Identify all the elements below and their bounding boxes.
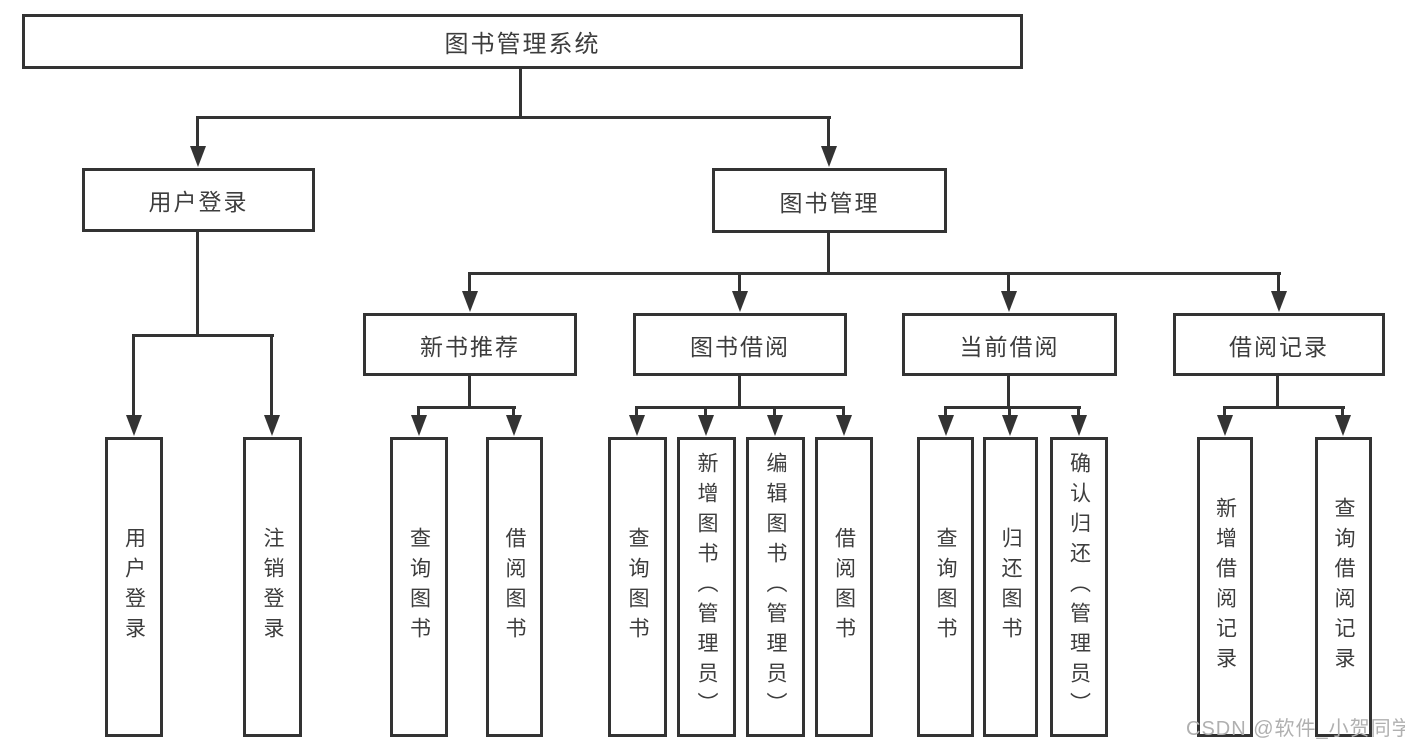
arrowhead xyxy=(190,146,206,167)
arrowhead xyxy=(506,415,522,436)
leaf-label: 借阅图书 xyxy=(503,527,526,647)
edge-line xyxy=(1223,406,1226,417)
edge-line xyxy=(519,68,522,118)
arrowhead xyxy=(629,415,645,436)
node-label: 图书管理 xyxy=(779,189,880,216)
leaf-label: 查询借阅记录 xyxy=(1332,497,1355,677)
node-label: 图书借阅 xyxy=(690,333,790,360)
node-label: 用户登录 xyxy=(148,189,249,215)
edge-line xyxy=(468,272,471,293)
edge-line xyxy=(133,334,274,337)
edge-line xyxy=(1077,406,1080,417)
edge-line xyxy=(512,406,515,417)
leaf-borrow-books: 借阅图书 xyxy=(486,437,543,737)
edge-line xyxy=(270,334,273,417)
node-label: 新书推荐 xyxy=(420,333,520,360)
edge-line xyxy=(1341,406,1344,417)
leaf-label: 借阅图书 xyxy=(832,527,856,647)
arrowhead xyxy=(836,415,852,436)
edge-line xyxy=(827,116,830,148)
edge-line xyxy=(1224,406,1345,409)
edge-line xyxy=(1276,376,1279,408)
leaf-label: 查询图书 xyxy=(934,527,957,647)
leaf-user-login: 用户登录 xyxy=(105,437,163,737)
leaf-label: 编辑图书（管理员） xyxy=(764,452,787,722)
edge-line xyxy=(1007,272,1010,293)
arrowhead xyxy=(767,415,783,436)
node-label: 借阅记录 xyxy=(1229,333,1329,360)
node-library-system: 图书管理系统 xyxy=(22,14,1023,69)
arrowhead xyxy=(821,146,837,167)
node-book-management: 图书管理 xyxy=(712,168,947,233)
edge-line xyxy=(944,406,947,417)
edge-line xyxy=(738,272,741,293)
arrowhead xyxy=(1335,415,1351,436)
arrowhead xyxy=(411,415,427,436)
edge-line xyxy=(196,116,199,148)
leaf-add-books-admin: 新增图书（管理员） xyxy=(677,437,736,737)
leaf-label: 归还图书 xyxy=(999,527,1022,647)
node-user-login: 用户登录 xyxy=(82,168,315,232)
leaf-query-books: 查询图书 xyxy=(917,437,974,737)
arrowhead xyxy=(1071,415,1087,436)
arrowhead xyxy=(264,415,280,436)
edge-line xyxy=(197,116,831,119)
edge-line xyxy=(132,334,135,417)
leaf-logout: 注销登录 xyxy=(243,437,302,737)
arrowhead xyxy=(732,291,748,312)
node-new-book-recommend: 新书推荐 xyxy=(363,313,577,376)
arrowhead xyxy=(698,415,714,436)
arrowhead xyxy=(1271,291,1287,312)
edge-line xyxy=(635,406,638,417)
leaf-add-borrow-record: 新增借阅记录 xyxy=(1197,437,1253,737)
edge-line xyxy=(1007,376,1010,408)
leaf-label: 确认归还（管理员） xyxy=(1067,452,1091,722)
arrowhead xyxy=(1002,415,1018,436)
edge-line xyxy=(1008,406,1011,417)
leaf-borrow-books: 借阅图书 xyxy=(815,437,873,737)
node-label: 当前借阅 xyxy=(959,333,1060,360)
leaf-label: 查询图书 xyxy=(407,527,431,647)
edge-line xyxy=(773,406,776,417)
leaf-query-books: 查询图书 xyxy=(608,437,667,737)
leaf-label: 查询图书 xyxy=(626,527,649,647)
leaf-return-books: 归还图书 xyxy=(983,437,1038,737)
edge-line xyxy=(418,406,516,409)
edge-line xyxy=(196,232,199,336)
arrowhead xyxy=(1001,291,1017,312)
leaf-confirm-return-admin: 确认归还（管理员） xyxy=(1050,437,1108,737)
edge-line xyxy=(827,233,830,274)
edge-line xyxy=(704,406,707,417)
leaf-label: 用户登录 xyxy=(122,527,146,647)
leaf-label: 注销登录 xyxy=(261,527,284,647)
node-book-borrow: 图书借阅 xyxy=(633,313,847,376)
edge-line xyxy=(417,406,420,417)
leaf-edit-books-admin: 编辑图书（管理员） xyxy=(746,437,805,737)
edge-line xyxy=(945,406,1081,409)
node-borrow-records: 借阅记录 xyxy=(1173,313,1385,376)
arrowhead xyxy=(1217,415,1233,436)
arrowhead xyxy=(126,415,142,436)
arrowhead xyxy=(938,415,954,436)
edge-line xyxy=(1277,272,1280,293)
edge-line xyxy=(738,376,741,408)
leaf-label: 新增借阅记录 xyxy=(1213,497,1237,677)
edge-line xyxy=(468,376,471,408)
leaf-query-books: 查询图书 xyxy=(390,437,448,737)
node-current-borrow: 当前借阅 xyxy=(902,313,1117,376)
arrowhead xyxy=(462,291,478,312)
edge-line xyxy=(469,272,1281,275)
edge-line xyxy=(636,406,845,409)
leaf-label: 新增图书（管理员） xyxy=(695,452,718,722)
watermark-text: CSDN @软件_小贺同学 xyxy=(1186,718,1405,740)
edge-line xyxy=(842,406,845,417)
node-label: 图书管理系统 xyxy=(444,31,601,58)
leaf-query-borrow-record: 查询借阅记录 xyxy=(1315,437,1372,737)
